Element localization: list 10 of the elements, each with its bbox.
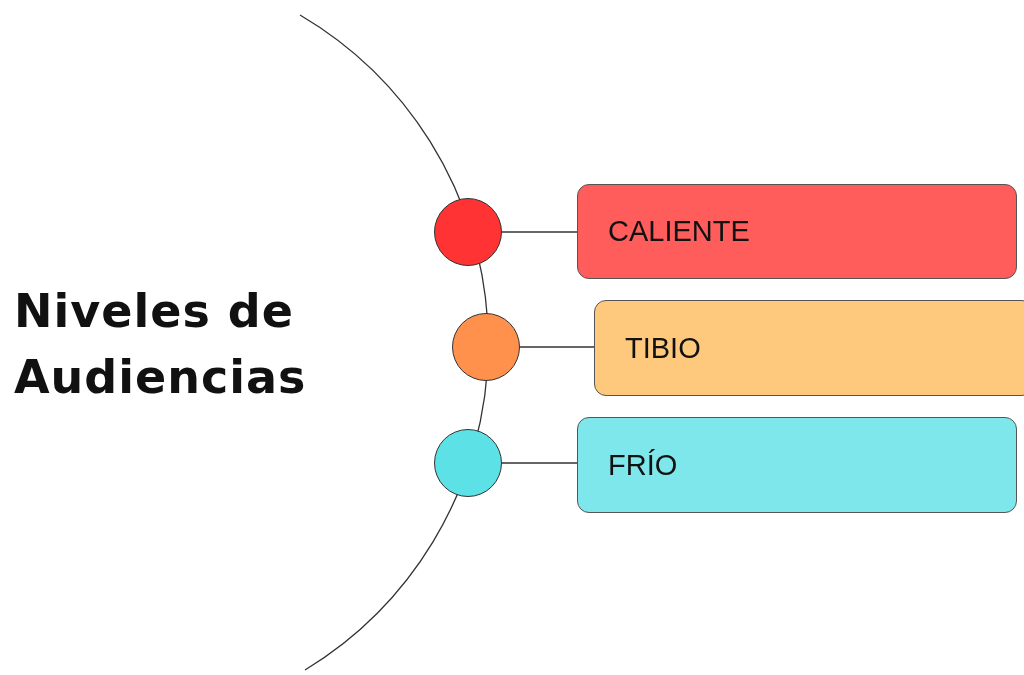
connector-line <box>519 346 595 348</box>
level-label: TIBIO <box>625 331 701 365</box>
level-card <box>577 184 1017 279</box>
level-label: FRÍO <box>608 448 678 482</box>
connector-line <box>501 231 578 233</box>
level-label: CALIENTE <box>608 215 750 248</box>
level-card <box>594 300 1024 396</box>
connector-line <box>501 462 578 464</box>
title: Niveles de Audiencias <box>14 283 308 406</box>
level-card <box>577 417 1017 513</box>
